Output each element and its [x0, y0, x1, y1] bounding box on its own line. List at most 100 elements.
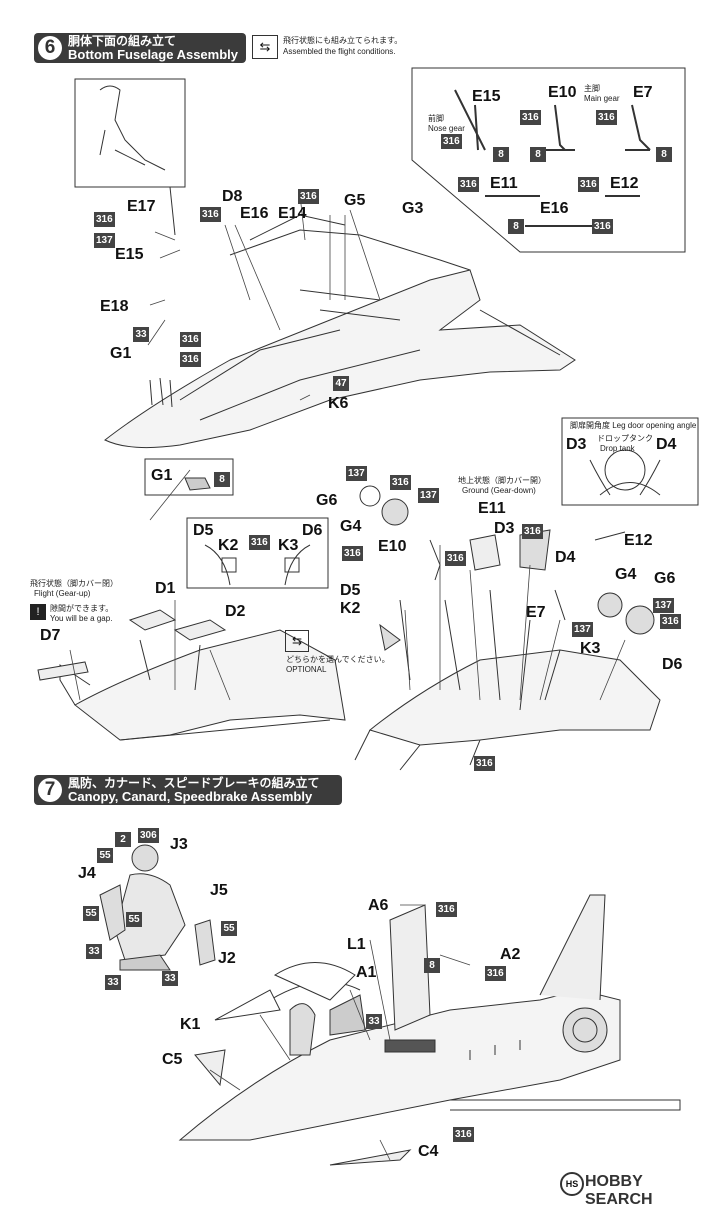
code-316: 316 [180, 352, 201, 367]
part-E7: E7 [633, 84, 653, 101]
code-8: 8 [214, 472, 230, 487]
code-316: 316 [596, 110, 617, 125]
part-E11-main: E11 [478, 500, 506, 517]
leg-door-title: 脚扉開角度 Leg door opening angle [570, 421, 697, 430]
code-316: 316 [200, 207, 221, 222]
part-E18: E18 [100, 298, 129, 315]
optional-en: OPTIONAL [286, 665, 327, 674]
step6-title-en: Bottom Fuselage Assembly [68, 46, 239, 62]
flight-state-en: Flight (Gear-up) [34, 589, 91, 598]
code-137: 137 [346, 466, 367, 481]
part-G6: G6 [316, 492, 338, 509]
part-G4: G4 [340, 518, 362, 535]
part-K6: K6 [328, 395, 349, 412]
part-E12-main: E12 [624, 532, 653, 549]
part-D4: D4 [555, 549, 576, 566]
part-D6-detail: D6 [302, 522, 323, 539]
part-D6: D6 [662, 656, 683, 673]
code-137: 137 [572, 622, 593, 637]
code-55: 55 [126, 912, 142, 927]
code-316: 316 [436, 902, 457, 917]
code-306: 306 [138, 828, 159, 843]
code-316: 316 [520, 110, 541, 125]
part-G6-main: G6 [654, 570, 676, 587]
part-D8: D8 [222, 188, 243, 205]
code-316: 316 [94, 212, 115, 227]
code-316: 316 [592, 219, 613, 234]
nose-gear-en: Nose gear [428, 124, 465, 133]
nose-gear-jp: 前脚 [428, 114, 444, 123]
code-2: 2 [115, 832, 131, 847]
code-316: 316 [578, 177, 599, 192]
code-316: 316 [485, 966, 506, 981]
code-8: 8 [508, 219, 524, 234]
part-D5-detail: D5 [193, 522, 214, 539]
code-55: 55 [83, 906, 99, 921]
part-E11: E11 [490, 175, 518, 192]
code-316: 316 [660, 614, 681, 629]
code-33: 33 [366, 1014, 382, 1029]
code-33: 33 [133, 327, 149, 342]
part-E16-gearbox: E16 [540, 200, 569, 217]
step7-title-en: Canopy, Canard, Speedbrake Assembly [68, 788, 313, 804]
optional-jp: どちらかを選んでください。 [286, 655, 390, 664]
code-55: 55 [221, 921, 237, 936]
part-J3: J3 [170, 836, 188, 853]
code-33: 33 [86, 944, 102, 959]
code-33: 33 [162, 971, 178, 986]
drop-tank-en: Drop tank [600, 444, 635, 453]
part-G5: G5 [344, 192, 366, 209]
part-J2: J2 [218, 950, 236, 967]
part-K3: K3 [580, 640, 601, 657]
part-A2: A2 [500, 946, 521, 963]
part-E15: E15 [115, 246, 144, 263]
swap-arrow-icon: ⇆ [252, 35, 278, 59]
part-A1: A1 [356, 964, 377, 981]
step6-note-en: Assembled the flight conditions. [283, 47, 396, 56]
part-K2: K2 [340, 600, 361, 617]
part-E10: E10 [548, 84, 577, 101]
code-316: 316 [522, 524, 543, 539]
step6-note-jp: 飛行状態にも組み立てられます。 [283, 36, 403, 45]
code-316: 316 [458, 177, 479, 192]
step7-header: 7 風防、カナード、スピードブレーキの組み立て Canopy, Canard, … [34, 775, 342, 805]
code-316: 316 [298, 189, 319, 204]
code-316: 316 [441, 134, 462, 149]
part-E12: E12 [610, 175, 639, 192]
main-gear-jp: 主脚 [584, 84, 600, 93]
part-D1: D1 [155, 580, 176, 597]
code-137: 137 [94, 233, 115, 248]
step7-title-jp: 風防、カナード、スピードブレーキの組み立て [68, 775, 320, 790]
part-D5: D5 [340, 582, 361, 599]
ground-state-en: Ground (Gear-down) [462, 486, 536, 495]
optional-arrow-icon: ⇆ [285, 630, 309, 652]
part-D3: D3 [494, 520, 515, 537]
part-G3: G3 [402, 200, 424, 217]
part-K2-detail: K2 [218, 537, 239, 554]
code-316: 316 [390, 475, 411, 490]
ground-state-jp: 地上状態（脚カバー開） [458, 476, 546, 485]
code-33: 33 [105, 975, 121, 990]
code-316: 316 [342, 546, 363, 561]
part-J5: J5 [210, 882, 228, 899]
part-D4-legdoor: D4 [656, 436, 677, 453]
part-C5: C5 [162, 1051, 183, 1068]
code-316: 316 [453, 1127, 474, 1142]
part-G1: G1 [110, 345, 132, 362]
part-K1: K1 [180, 1016, 201, 1033]
part-E14: E14 [278, 205, 307, 222]
part-E7-main: E7 [526, 604, 546, 621]
part-E17: E17 [127, 198, 156, 215]
code-8: 8 [493, 147, 509, 162]
part-G1-detail: G1 [151, 467, 173, 484]
code-8: 8 [656, 147, 672, 162]
code-47: 47 [333, 376, 349, 391]
step6-title-jp: 胴体下面の組み立て [68, 33, 177, 48]
part-E15-gearbox: E15 [472, 88, 501, 105]
step7-number: 7 [38, 778, 62, 802]
part-D2: D2 [225, 603, 246, 620]
part-D7: D7 [40, 627, 61, 644]
gap-note-jp: 隙間ができます。 [50, 604, 114, 613]
part-E10-main: E10 [378, 538, 407, 555]
